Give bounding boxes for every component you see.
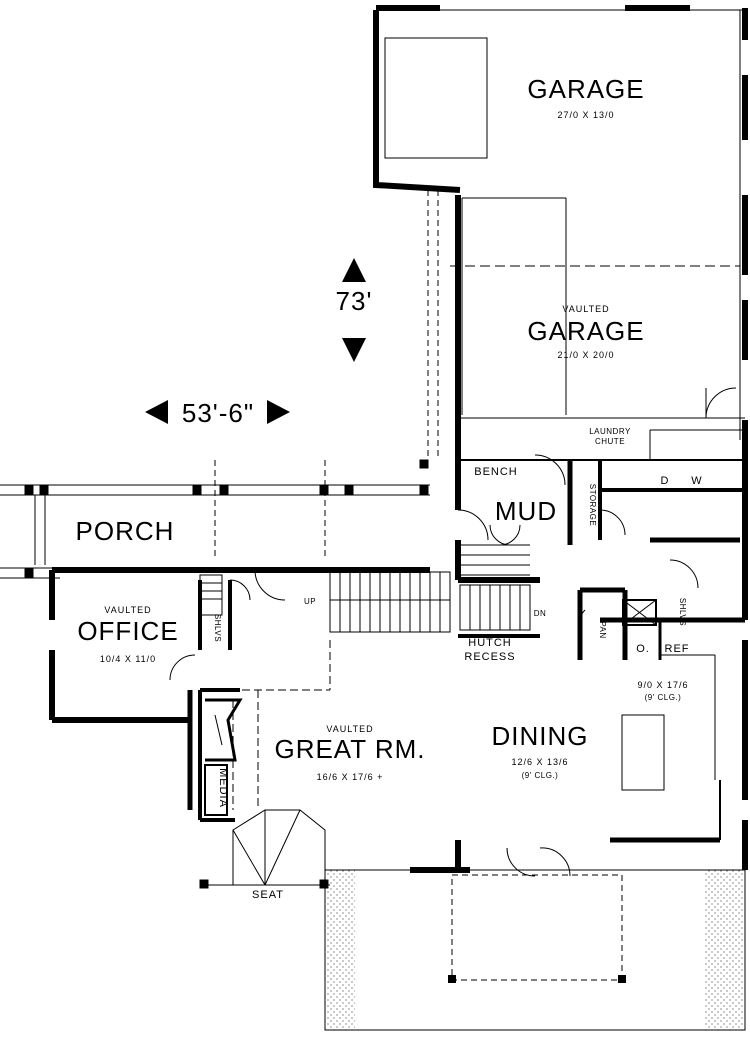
washer-label: W — [691, 475, 702, 487]
arrow-left-icon — [145, 400, 168, 424]
refrigerator-label: REF — [665, 643, 690, 655]
garage-lower-note: VAULTED — [562, 304, 609, 314]
arrow-down-icon — [342, 338, 366, 362]
shelves-right-label: SHLVS — [678, 598, 687, 626]
fireplace — [204, 698, 243, 816]
garage-lower-name: GARAGE — [527, 316, 644, 346]
garage-upper-dims: 27/0 X 13/0 — [557, 110, 614, 120]
rear-patio — [324, 869, 746, 1031]
bench-label: BENCH — [474, 466, 518, 478]
office-dims: 10/4 X 11/0 — [100, 654, 156, 664]
dining-ceiling: (9' CLG.) — [522, 771, 559, 780]
media-label: MEDIA — [217, 768, 229, 808]
arrow-up-icon — [342, 258, 366, 282]
garage-upper-name: GARAGE — [527, 74, 644, 104]
laundry-label: LAUNDRY — [589, 427, 631, 436]
hutch-recess-label: RECESS — [464, 651, 515, 663]
oven-label: O. — [636, 643, 650, 655]
office-name: OFFICE — [77, 616, 178, 646]
width-dimension: 53'-6" — [182, 398, 254, 428]
dining-dims: 12/6 X 13/6 — [511, 757, 568, 767]
stair-down-label: DN — [534, 609, 547, 618]
great-room-dims: 16/6 X 17/6 + — [317, 772, 384, 782]
kitchen-dims: 9/0 X 17/6 — [637, 680, 688, 690]
laundry-chute-label: CHUTE — [595, 437, 625, 446]
dimension-arrows — [145, 258, 366, 424]
arrow-right-icon — [267, 400, 290, 424]
porch-name: PORCH — [76, 516, 175, 546]
hutch-label: HUTCH — [468, 637, 512, 649]
mud-name: MUD — [495, 496, 557, 526]
kitchen-ceiling: (9' CLG.) — [645, 693, 682, 702]
shelves-left-label: SHLVS — [213, 614, 222, 642]
depth-dimension: 73' — [336, 286, 373, 316]
bay-window — [199, 640, 331, 889]
garage-walls — [373, 5, 748, 460]
pantry-label: PAN — [598, 621, 607, 638]
seat-label: SEAT — [252, 889, 284, 901]
dining-name: DINING — [492, 721, 589, 751]
dryer-label: D — [661, 475, 670, 487]
office-note: VAULTED — [104, 605, 151, 615]
porch-structure — [0, 459, 430, 579]
garage-lower-dims: 21/0 X 20/0 — [557, 350, 614, 360]
stairs — [199, 544, 531, 633]
great-room-note: VAULTED — [326, 724, 373, 734]
doors — [169, 454, 699, 877]
storage-label: STORAGE — [588, 484, 597, 526]
great-room-name: GREAT RM. — [274, 734, 425, 764]
stair-up-label: UP — [304, 597, 316, 606]
